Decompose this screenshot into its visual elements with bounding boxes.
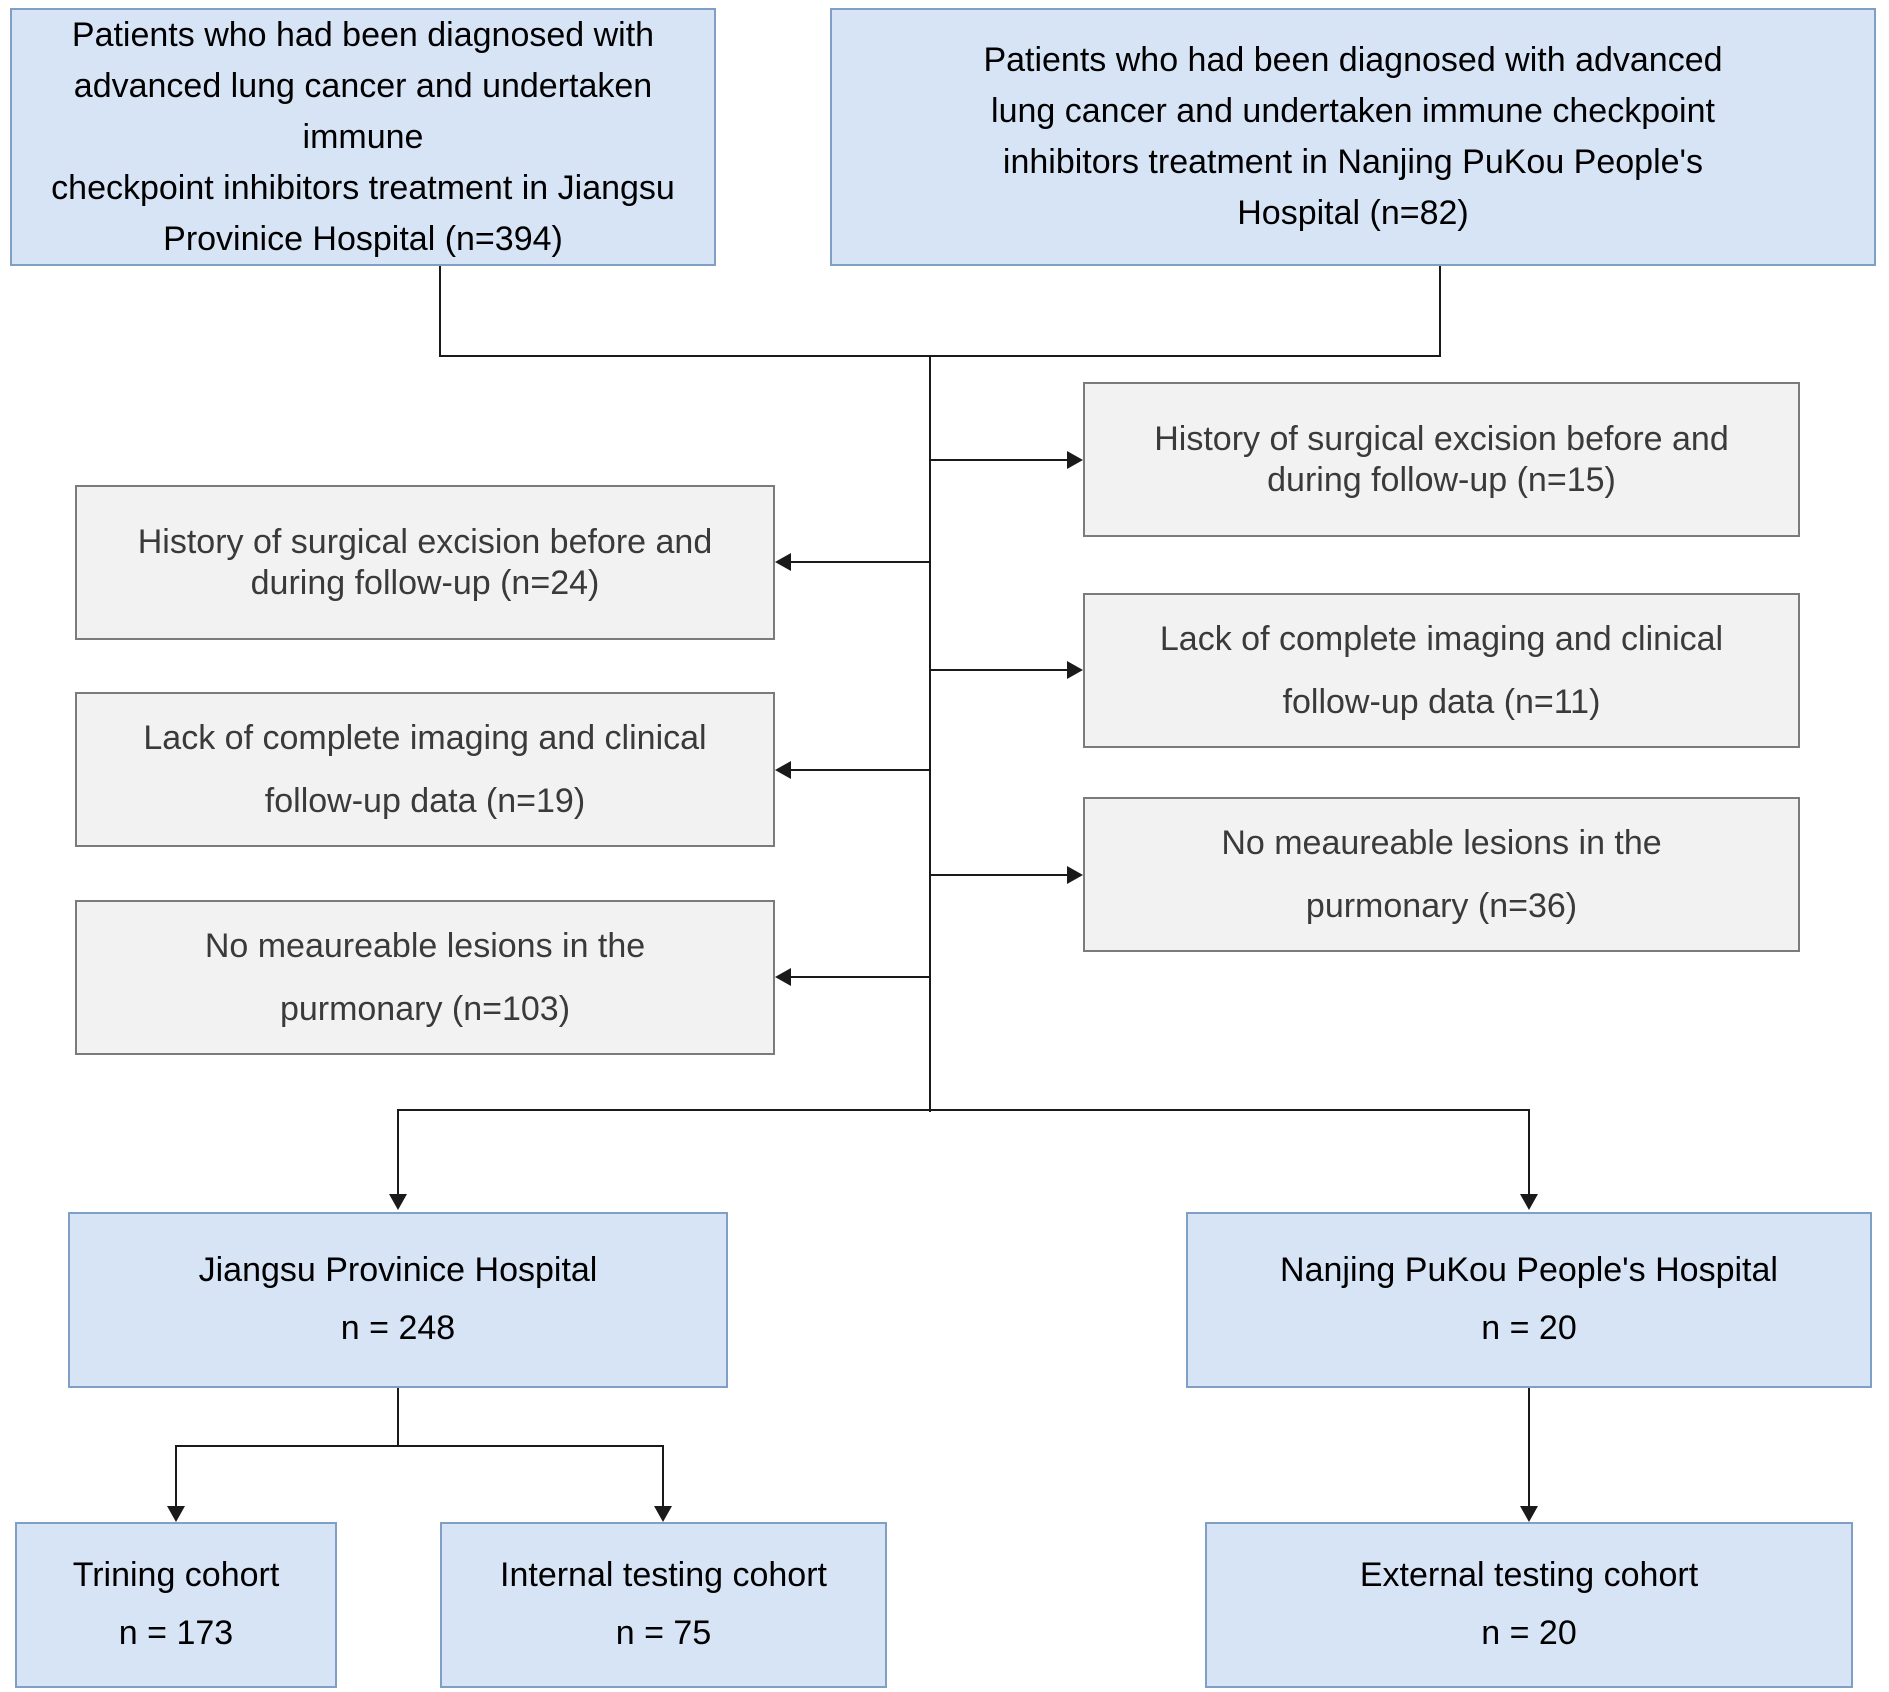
connector-central-spine	[929, 355, 931, 1112]
exclusion-box-nanjing-imaging-text: Lack of complete imaging and clinical fo…	[1159, 619, 1724, 721]
arrow-line-nanjing-lesions	[931, 874, 1069, 876]
arrow-line-nanjing-surgical	[931, 459, 1069, 461]
arrowhead-nanjing-imaging	[1067, 661, 1083, 679]
arrowhead-nanjing-lesions	[1067, 866, 1083, 884]
arrowhead-jiangsu-imaging	[775, 761, 791, 779]
cohort-box-internal-testing-text: Internal testing cohort n = 75	[500, 1556, 827, 1652]
exclusion-box-jiangsu-imaging: Lack of complete imaging and clinical fo…	[75, 692, 775, 847]
connector-merge-line	[439, 355, 1441, 357]
cohort-box-external-testing: External testing cohort n = 20	[1205, 1522, 1853, 1688]
exclusion-box-jiangsu-lesions: No meaureable lesions in the purmonary (…	[75, 900, 775, 1055]
arrowhead-cohort-training	[167, 1506, 185, 1522]
connector-nanjing-drop-line	[1439, 266, 1441, 357]
arrow-line-cohort-external	[1528, 1388, 1530, 1506]
exclusion-box-jiangsu-surgical-text: History of surgical excision before and …	[137, 523, 713, 602]
exclusion-box-nanjing-surgical-text: History of surgical excision before and …	[1154, 420, 1729, 499]
arrow-line-jiangsu-imaging	[791, 769, 931, 771]
source-box-jiangsu: Patients who had been diagnosed with adv…	[10, 8, 716, 266]
connector-hospital-branch-line	[397, 1109, 1530, 1111]
cohort-box-training: Trining cohort n = 173	[15, 1522, 337, 1688]
arrow-line-jiangsu-lesions	[791, 976, 931, 978]
arrowhead-hospital-jiangsu	[389, 1194, 407, 1210]
source-box-jiangsu-text: Patients who had been diagnosed with adv…	[51, 15, 675, 258]
cohort-box-internal-testing: Internal testing cohort n = 75	[440, 1522, 887, 1688]
arrow-line-cohort-training	[175, 1445, 177, 1506]
arrowhead-jiangsu-surgical	[775, 553, 791, 571]
exclusion-box-jiangsu-lesions-text: No meaureable lesions in the purmonary (…	[204, 926, 646, 1028]
arrowhead-hospital-nanjing	[1520, 1194, 1538, 1210]
cohort-box-training-text: Trining cohort n = 173	[72, 1556, 280, 1652]
connector-jiangsu-cohort-drop	[397, 1388, 399, 1447]
exclusion-box-nanjing-imaging: Lack of complete imaging and clinical fo…	[1083, 593, 1800, 748]
connector-jiangsu-cohort-branch	[175, 1445, 664, 1447]
arrow-line-hospital-nanjing	[1528, 1109, 1530, 1194]
connector-jiangsu-drop-line	[439, 266, 441, 357]
exclusion-box-jiangsu-surgical: History of surgical excision before and …	[75, 485, 775, 640]
exclusion-box-nanjing-lesions-text: No meaureable lesions in the purmonary (…	[1221, 823, 1662, 925]
arrow-line-hospital-jiangsu	[397, 1109, 399, 1194]
arrow-line-jiangsu-surgical	[791, 561, 931, 563]
exclusion-box-nanjing-lesions: No meaureable lesions in the purmonary (…	[1083, 797, 1800, 952]
source-box-nanjing: Patients who had been diagnosed with adv…	[830, 8, 1876, 266]
hospital-box-nanjing: Nanjing PuKou People's Hospital n = 20	[1186, 1212, 1872, 1388]
arrowhead-jiangsu-lesions	[775, 968, 791, 986]
hospital-box-jiangsu: Jiangsu Provinice Hospital n = 248	[68, 1212, 728, 1388]
hospital-box-jiangsu-text: Jiangsu Provinice Hospital n = 248	[198, 1251, 598, 1347]
cohort-box-external-testing-text: External testing cohort n = 20	[1359, 1556, 1699, 1652]
arrowhead-nanjing-surgical	[1067, 451, 1083, 469]
hospital-box-nanjing-text: Nanjing PuKou People's Hospital n = 20	[1280, 1251, 1778, 1347]
exclusion-box-jiangsu-imaging-text: Lack of complete imaging and clinical fo…	[143, 718, 707, 820]
arrow-line-cohort-internal	[662, 1445, 664, 1506]
arrowhead-cohort-external	[1520, 1506, 1538, 1522]
exclusion-box-nanjing-surgical: History of surgical excision before and …	[1083, 382, 1800, 537]
arrow-line-nanjing-imaging	[931, 669, 1069, 671]
arrowhead-cohort-internal	[654, 1506, 672, 1522]
source-box-nanjing-text: Patients who had been diagnosed with adv…	[983, 41, 1723, 232]
